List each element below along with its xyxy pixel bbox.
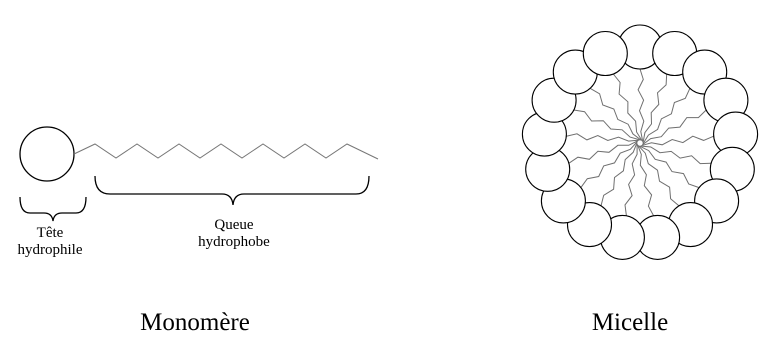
micelle-tail: [637, 68, 645, 142]
head-label: Tête hydrophile: [0, 225, 100, 259]
tail-brace: [94, 175, 370, 206]
micelle-tail: [642, 88, 691, 145]
micelle-tail: [640, 145, 712, 165]
hydrophobic-tail: [73, 143, 379, 160]
tail-label-line1: Queue: [214, 217, 254, 233]
head-brace: [19, 196, 87, 222]
micelle-diagram: [521, 24, 759, 260]
micelle-tail: [642, 73, 668, 144]
hydrophilic-head: [19, 126, 75, 182]
micelle-tail: [638, 145, 700, 189]
micelle-tail: [641, 135, 714, 147]
micelle-tail: [566, 133, 640, 142]
monomer-title: Monomère: [140, 309, 250, 336]
micelle-tail: [637, 145, 680, 207]
micelle-tail: [568, 140, 639, 164]
micelle-tail: [600, 142, 638, 207]
micelle-tail: [637, 144, 655, 216]
micelle-tail: [612, 73, 643, 142]
monomer-diagram: [19, 126, 379, 222]
tail-label: Queue hydrophobe: [172, 217, 296, 251]
tail-label-line2: hydrophobe: [198, 234, 270, 250]
micelle-tail: [641, 109, 707, 146]
micelle-tail: [580, 141, 638, 188]
micelle-tail: [589, 87, 642, 141]
head-label-line2: hydrophile: [17, 242, 83, 258]
head-label-line1: Tête: [36, 225, 64, 241]
micelle-tail: [624, 143, 638, 216]
micelle-head: [582, 30, 628, 77]
micelle-tail: [573, 109, 641, 141]
micelle-title: Micelle: [591, 309, 669, 336]
